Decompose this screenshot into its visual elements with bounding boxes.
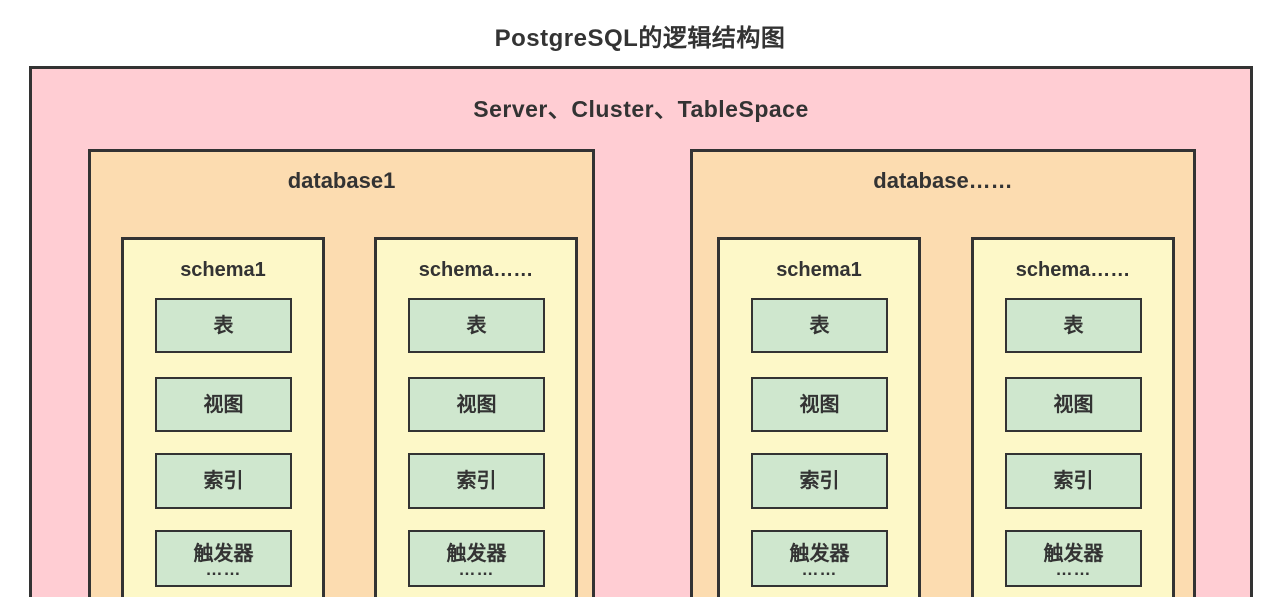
server-cluster-tablespace-box: Server、Cluster、TableSpace database1 sche… xyxy=(29,66,1253,597)
database-more-schema-more-box: schema…… 表 视图 索引 触发器…… xyxy=(971,237,1175,597)
view-label: 视图 xyxy=(799,393,840,416)
database-more-schema-more-label: schema…… xyxy=(1015,259,1131,281)
index-label: 索引 xyxy=(799,470,840,492)
table-box: 表 xyxy=(155,298,292,353)
diagram-title: PostgreSQL的逻辑结构图 xyxy=(494,25,786,52)
database-more-label: database…… xyxy=(873,168,1013,193)
view-box: 视图 xyxy=(155,377,292,432)
view-box: 视图 xyxy=(751,377,888,432)
trigger-ellipsis: …… xyxy=(801,560,838,579)
index-box: 索引 xyxy=(751,453,888,509)
table-label: 表 xyxy=(213,314,234,337)
view-label: 视图 xyxy=(1053,393,1094,416)
database1-label: database1 xyxy=(287,168,396,193)
table-label: 表 xyxy=(466,314,487,337)
view-label: 视图 xyxy=(456,393,497,416)
table-label: 表 xyxy=(1063,314,1084,337)
database1-schema-more-box: schema…… 表 视图 索引 触发器…… xyxy=(374,237,578,597)
index-label: 索引 xyxy=(1053,470,1094,492)
index-box: 索引 xyxy=(1005,453,1142,509)
database-more-box: database…… schema1 表 视图 索引 触发器…… schema…… xyxy=(690,149,1196,597)
database1-box: database1 schema1 表 视图 索引 触发器…… schema……… xyxy=(88,149,595,597)
index-label: 索引 xyxy=(203,470,244,492)
database1-schema-more-label: schema…… xyxy=(418,259,534,281)
trigger-label: 触发器 xyxy=(789,543,850,565)
server-cluster-tablespace-label: Server、Cluster、TableSpace xyxy=(473,96,809,122)
database1-schema1-label: schema1 xyxy=(180,259,266,281)
trigger-box: 触发器…… xyxy=(155,530,292,587)
trigger-box: 触发器…… xyxy=(1005,530,1142,587)
index-box: 索引 xyxy=(155,453,292,509)
database-more-schema1-label: schema1 xyxy=(776,259,862,281)
table-label: 表 xyxy=(809,314,830,337)
table-box: 表 xyxy=(408,298,545,353)
view-label: 视图 xyxy=(203,393,244,416)
database-more-schema1-box: schema1 表 视图 索引 触发器…… xyxy=(717,237,921,597)
database1-schema1-box: schema1 表 视图 索引 触发器…… xyxy=(121,237,325,597)
trigger-ellipsis: …… xyxy=(458,560,495,579)
trigger-label: 触发器 xyxy=(1043,543,1104,565)
trigger-ellipsis: …… xyxy=(205,560,242,579)
view-box: 视图 xyxy=(1005,377,1142,432)
trigger-ellipsis: …… xyxy=(1055,560,1092,579)
trigger-label: 触发器 xyxy=(193,543,254,565)
index-label: 索引 xyxy=(456,470,497,492)
table-box: 表 xyxy=(1005,298,1142,353)
index-box: 索引 xyxy=(408,453,545,509)
trigger-box: 触发器…… xyxy=(408,530,545,587)
trigger-box: 触发器…… xyxy=(751,530,888,587)
view-box: 视图 xyxy=(408,377,545,432)
trigger-label: 触发器 xyxy=(446,543,507,565)
table-box: 表 xyxy=(751,298,888,353)
